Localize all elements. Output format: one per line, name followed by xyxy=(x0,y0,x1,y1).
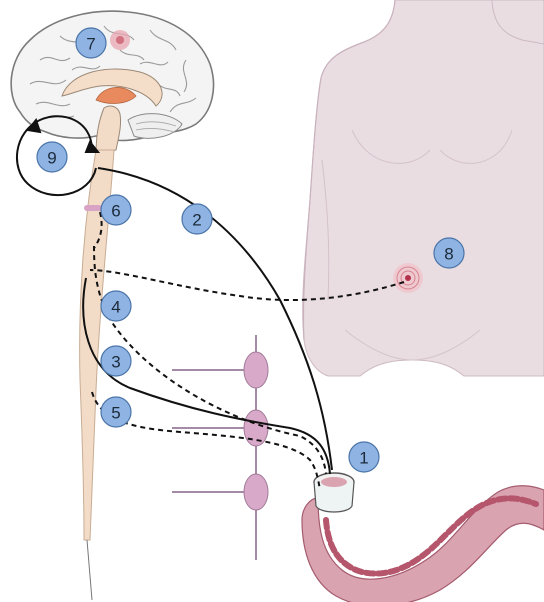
marker-2: 2 xyxy=(182,204,212,234)
marker-9-label: 9 xyxy=(47,149,56,168)
colon xyxy=(302,473,544,602)
marker-4-label: 4 xyxy=(111,298,120,317)
brain xyxy=(11,11,213,154)
marker-3-label: 3 xyxy=(111,353,120,372)
marker-9: 9 xyxy=(37,142,67,172)
umbilicus-target xyxy=(393,263,423,293)
marker-2-label: 2 xyxy=(192,211,201,230)
marker-7-label: 7 xyxy=(86,35,95,54)
marker-8: 8 xyxy=(434,238,464,268)
marker-6-label: 6 xyxy=(111,202,120,221)
marker-7: 7 xyxy=(76,28,106,58)
marker-5: 5 xyxy=(101,397,131,427)
marker-1: 1 xyxy=(349,442,379,472)
marker-3: 3 xyxy=(101,346,131,376)
marker-6: 6 xyxy=(101,195,131,225)
marker-8-label: 8 xyxy=(444,245,453,264)
sympathetic-chain xyxy=(172,335,268,560)
marker-5-label: 5 xyxy=(111,404,120,423)
body-silhouette xyxy=(303,0,544,376)
marker-4: 4 xyxy=(101,291,131,321)
marker-1-label: 1 xyxy=(359,449,368,468)
